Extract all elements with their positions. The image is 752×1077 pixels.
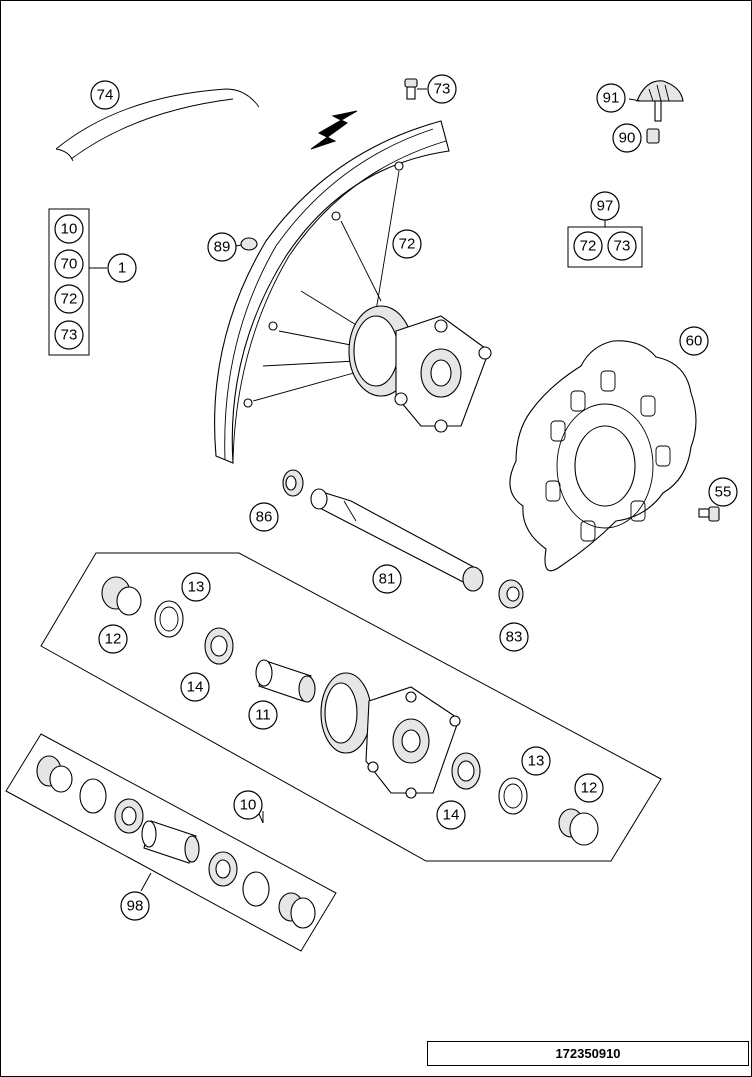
svg-text:1: 1 (118, 260, 126, 277)
plug-part (240, 237, 258, 251)
svg-text:60: 60 (686, 333, 703, 350)
svg-text:70: 70 (61, 256, 78, 273)
svg-text:11: 11 (255, 707, 271, 724)
callout-10: 10 (233, 790, 263, 820)
axle-part (310, 488, 484, 592)
callout-86: 86 (249, 502, 279, 532)
callout-13-right: 13 (521, 746, 551, 776)
spokes-part (252, 170, 400, 402)
bearing-ring-right-part (498, 777, 528, 815)
callout-74: 74 (90, 80, 120, 110)
svg-text:73: 73 (614, 238, 631, 255)
svg-text:73: 73 (434, 81, 451, 98)
drawing-number: 172350910 (555, 1046, 621, 1061)
svg-text:14: 14 (187, 679, 204, 696)
callout-91: 91 (596, 83, 626, 113)
svg-text:12: 12 (581, 780, 598, 797)
valve-part (636, 80, 684, 122)
drawing-number-box: 172350910 (427, 1041, 749, 1066)
callout-14-right: 14 (436, 800, 466, 830)
kit-1-box (48, 208, 90, 356)
svg-text:73: 73 (61, 327, 78, 344)
wheel-hub-part (348, 305, 492, 433)
bearing-kit-group-box (5, 733, 337, 952)
valve-nut-part (646, 128, 660, 144)
spacer-right-part (498, 579, 524, 609)
bearing-left-part (204, 627, 234, 665)
svg-text:12: 12 (105, 631, 122, 648)
svg-text:13: 13 (528, 753, 545, 770)
callout-73-top: 73 (427, 74, 457, 104)
svg-text:83: 83 (506, 629, 523, 646)
svg-text:14: 14 (443, 807, 460, 824)
hub-part (320, 672, 461, 799)
callout-55: 55 (708, 477, 738, 507)
callout-90: 90 (612, 123, 642, 153)
callout-kit97-72: 72 (573, 231, 603, 261)
distance-sleeve-part (255, 659, 316, 703)
disc-screw-part (698, 506, 720, 522)
svg-text:72: 72 (61, 291, 78, 308)
bearing-right-part (451, 752, 481, 790)
shaft-seal-right-part (558, 808, 599, 846)
hub-assembly-group-box (40, 552, 662, 862)
shaft-seal-left-part (101, 576, 142, 616)
svg-text:89: 89 (214, 239, 231, 256)
callout-98: 98 (120, 891, 150, 921)
callout-1: 1 (107, 253, 137, 283)
svg-text:74: 74 (97, 87, 114, 104)
callout-kit1-72: 72 (54, 284, 84, 314)
svg-text:97: 97 (597, 198, 614, 215)
bearing-ring-left-part (154, 600, 184, 638)
spacer-left-part (282, 469, 304, 497)
callout-72: 72 (392, 229, 422, 259)
bearing-kit-parts (36, 755, 316, 929)
rotation-arrow (310, 110, 358, 150)
svg-text:98: 98 (127, 898, 144, 915)
callout-60: 60 (679, 326, 709, 356)
callout-11: 11 (248, 700, 278, 730)
callout-12-right: 12 (574, 773, 604, 803)
svg-text:86: 86 (256, 509, 273, 526)
callout-14-left: 14 (180, 672, 210, 702)
svg-text:10: 10 (61, 221, 78, 238)
spoke-nipple-part (404, 78, 418, 100)
callout-81: 81 (372, 564, 402, 594)
callout-kit1-10: 10 (54, 214, 84, 244)
svg-text:90: 90 (619, 130, 636, 147)
callout-kit1-73: 73 (54, 320, 84, 350)
callout-kit97-73: 73 (607, 231, 637, 261)
svg-text:91: 91 (603, 90, 620, 107)
callout-89: 89 (207, 232, 237, 262)
wheel-rim-part (214, 120, 450, 464)
svg-text:81: 81 (379, 571, 396, 588)
svg-text:55: 55 (715, 484, 732, 501)
callout-97: 97 (590, 191, 620, 221)
callout-13-left: 13 (181, 572, 211, 602)
svg-text:13: 13 (188, 579, 205, 596)
callout-kit1-70: 70 (54, 249, 84, 279)
rim-tape-part (55, 88, 260, 162)
svg-text:72: 72 (580, 238, 597, 255)
callout-12-left: 12 (98, 624, 128, 654)
brake-disc-part (509, 340, 697, 572)
svg-text:10: 10 (240, 797, 257, 814)
callout-83: 83 (499, 622, 529, 652)
svg-text:72: 72 (399, 236, 416, 253)
